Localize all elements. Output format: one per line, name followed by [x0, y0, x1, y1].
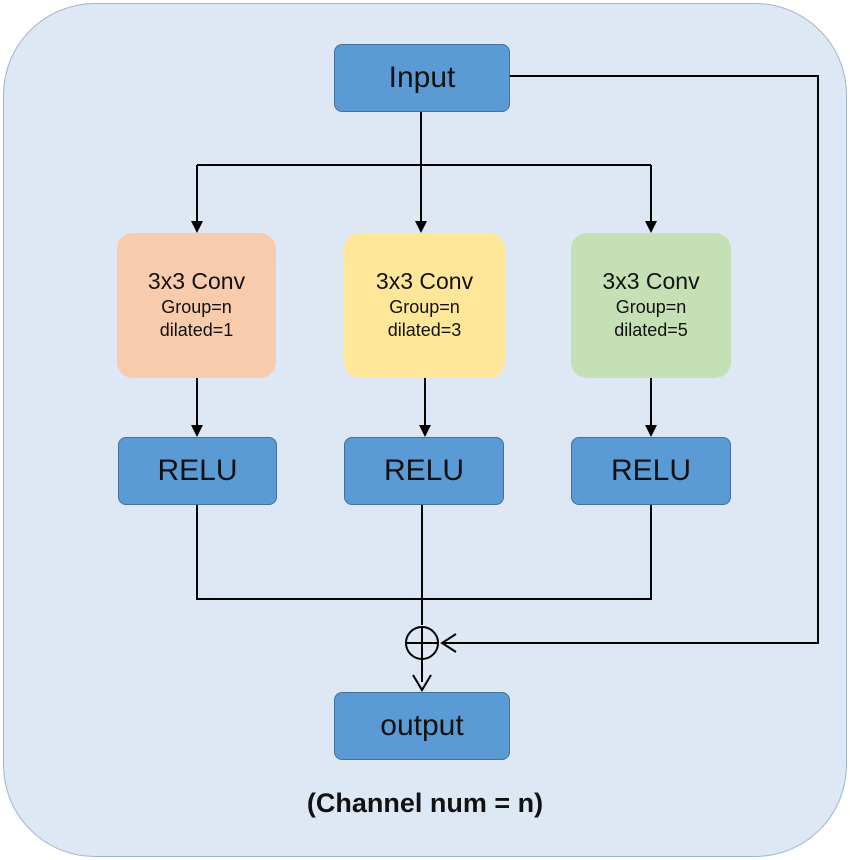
skip-connection-line: [443, 75, 819, 644]
relu-label: RELU: [383, 454, 465, 487]
conv-title: 3x3 Conv: [602, 268, 700, 295]
conv-node-3: 3x3 Conv Group=n dilated=5: [571, 233, 731, 378]
arrowhead: [645, 221, 657, 233]
arrowhead: [419, 425, 431, 437]
arrowhead: [645, 425, 657, 437]
arrowhead: [191, 425, 203, 437]
conv-group: Group=n: [615, 296, 687, 317]
relu-label: RELU: [157, 454, 238, 487]
conv-group: Group=n: [389, 296, 460, 317]
relu-label: RELU: [610, 454, 692, 487]
conv-node-1: 3x3 Conv Group=n dilated=1: [117, 233, 276, 378]
conv-title: 3x3 Conv: [147, 268, 246, 295]
conv-dilation: dilated=5: [614, 320, 688, 341]
relu-node-2: RELU: [344, 437, 504, 505]
relu-node-1: RELU: [118, 437, 277, 505]
skip-arrowhead: [440, 633, 457, 653]
output-arrowhead: [412, 674, 432, 692]
output-node: output: [334, 692, 510, 760]
conv-group: Group=n: [161, 296, 232, 317]
merge-line: [196, 505, 652, 600]
diagram-caption: (Channel num = n): [306, 788, 544, 818]
input-label: Input: [388, 61, 456, 94]
conv-title: 3x3 Conv: [375, 268, 474, 295]
relu-node-3: RELU: [571, 437, 731, 505]
conv-dilation: dilated=1: [159, 320, 234, 341]
input-node: Input: [334, 44, 510, 112]
conv-node-2: 3x3 Conv Group=n dilated=3: [344, 233, 505, 378]
output-label: output: [380, 709, 464, 742]
arrowhead: [415, 221, 427, 233]
conv-dilation: dilated=3: [387, 320, 462, 341]
arrowhead: [191, 221, 203, 233]
